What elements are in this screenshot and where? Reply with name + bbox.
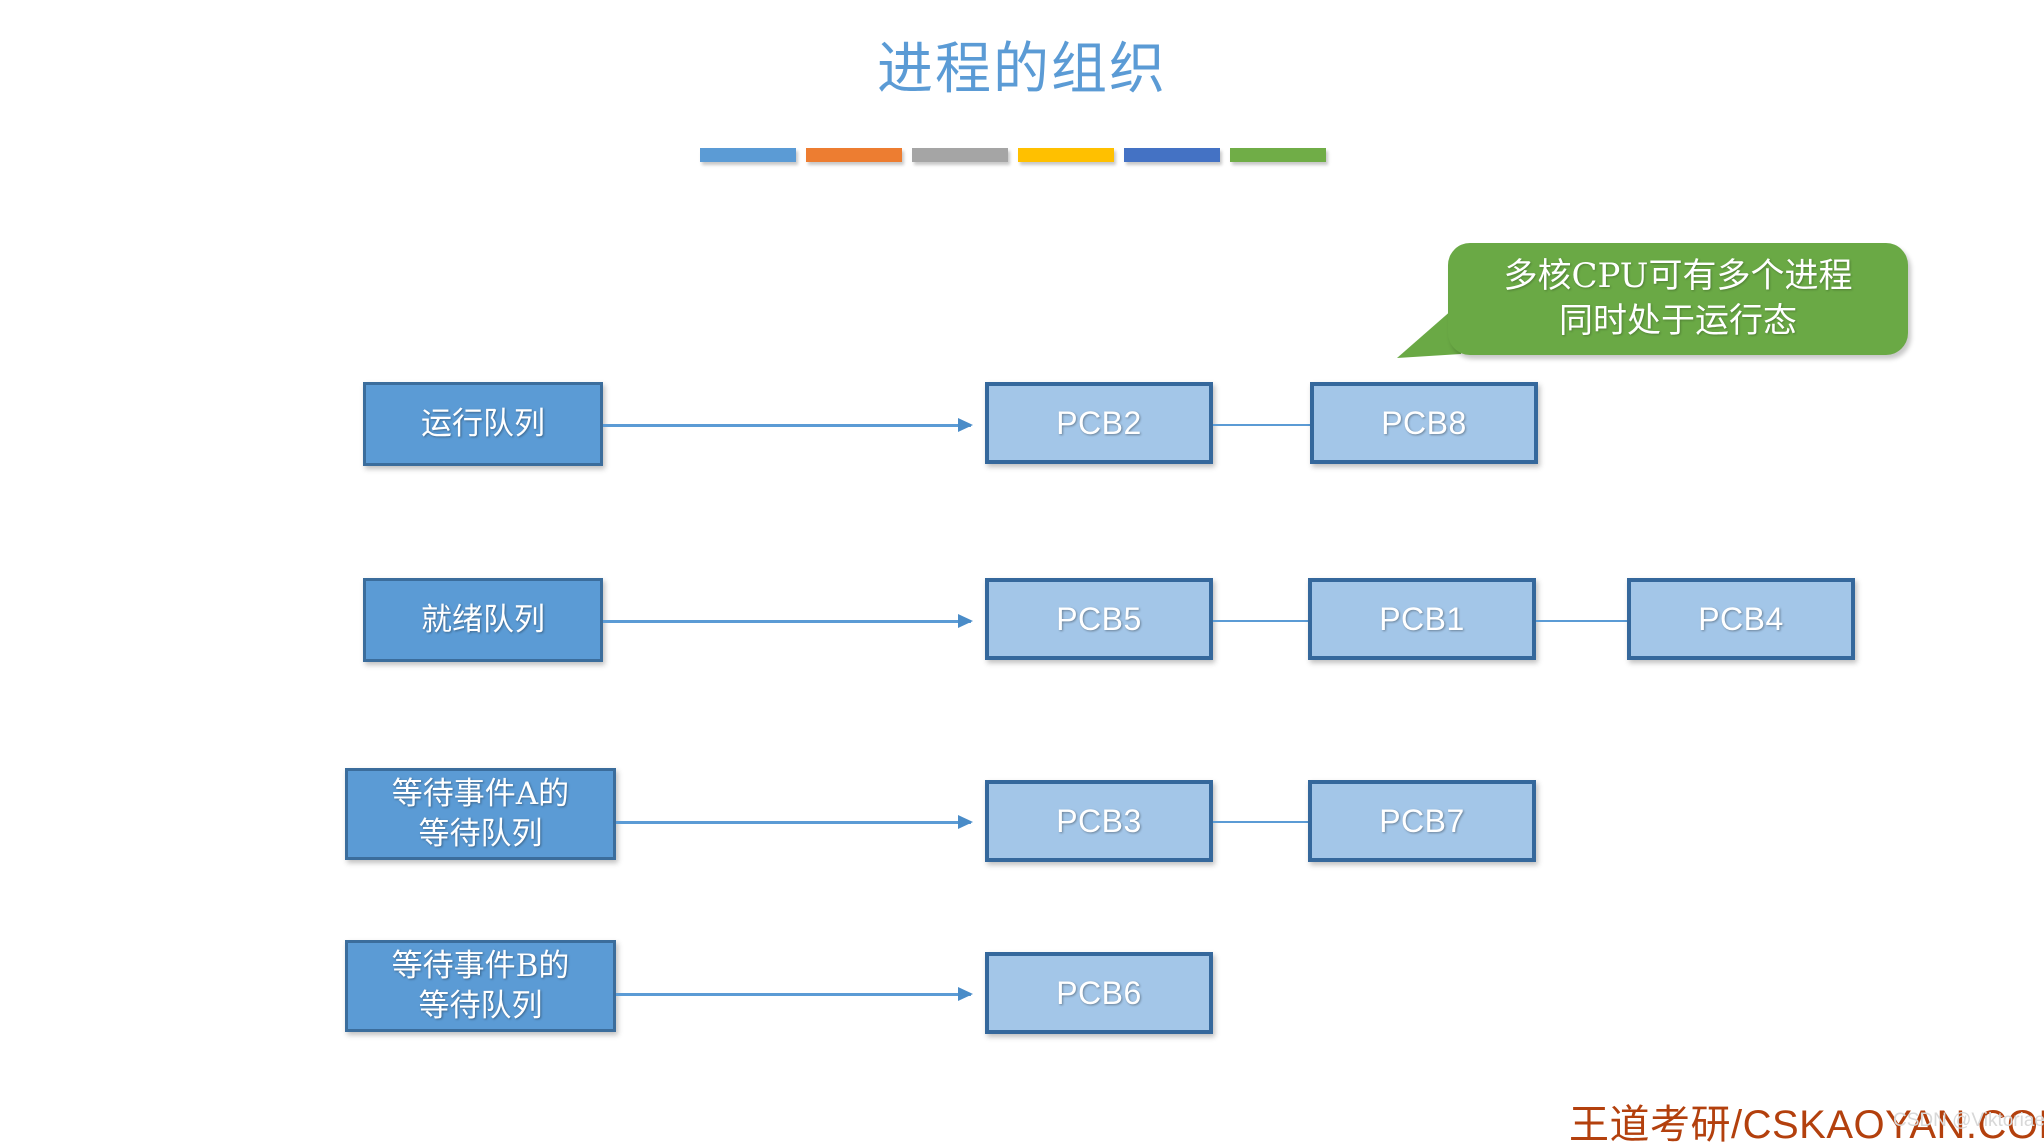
pcb-label: PCB2 — [1056, 404, 1142, 441]
color-bar-gray — [912, 148, 1008, 162]
connector-wait-a-to-pcb3 — [616, 815, 973, 829]
pcb-box-pcb4[interactable]: PCB4 — [1627, 578, 1855, 660]
queue-box-ready[interactable]: 就绪队列 — [363, 578, 603, 662]
color-bar-dark-blue — [1124, 148, 1220, 162]
pcb-label: PCB3 — [1056, 802, 1142, 839]
connector-ready-to-pcb5 — [603, 614, 973, 628]
color-bar-yellow — [1018, 148, 1114, 162]
pcb-box-pcb3[interactable]: PCB3 — [985, 780, 1213, 862]
pcb-label: PCB8 — [1381, 404, 1467, 441]
connector-wait-b-to-pcb6 — [616, 987, 973, 1001]
decorative-color-bars — [700, 148, 1326, 162]
pcb-box-pcb8[interactable]: PCB8 — [1310, 382, 1538, 464]
pcb-box-pcb6[interactable]: PCB6 — [985, 952, 1213, 1034]
pcb-label: PCB4 — [1698, 600, 1784, 637]
footer-brand-text: 王道考研/CSKAOYAN.COM — [1569, 1103, 2044, 1142]
queue-label: 等待事件B的 等待队列 — [391, 948, 570, 1024]
callout-bubble: 多核CPU可有多个进程 同时处于运行态 — [1448, 243, 1908, 355]
queue-box-wait-event-a[interactable]: 等待事件A的 等待队列 — [345, 768, 616, 860]
color-bar-orange — [806, 148, 902, 162]
queue-box-running[interactable]: 运行队列 — [363, 382, 603, 466]
callout-tail-icon — [1397, 302, 1461, 358]
connector-pcb2-to-pcb8 — [1213, 418, 1327, 432]
connector-running-to-pcb2 — [603, 418, 973, 432]
pcb-box-pcb1[interactable]: PCB1 — [1308, 578, 1536, 660]
pcb-box-pcb5[interactable]: PCB5 — [985, 578, 1213, 660]
color-bar-blue — [700, 148, 796, 162]
pcb-label: PCB1 — [1379, 600, 1465, 637]
queue-label: 就绪队列 — [421, 602, 545, 638]
callout-text: 多核CPU可有多个进程 同时处于运行态 — [1503, 256, 1853, 341]
queue-box-wait-event-b[interactable]: 等待事件B的 等待队列 — [345, 940, 616, 1032]
color-bar-green — [1230, 148, 1326, 162]
footer-watermark-text: CSDN @Viktoriae — [1893, 1110, 2044, 1131]
pcb-label: PCB7 — [1379, 802, 1465, 839]
queue-label: 等待事件A的 等待队列 — [391, 776, 570, 852]
queue-label: 运行队列 — [421, 406, 545, 442]
pcb-box-pcb7[interactable]: PCB7 — [1308, 780, 1536, 862]
page-title: 进程的组织 — [877, 37, 1167, 102]
pcb-label: PCB6 — [1056, 974, 1142, 1011]
pcb-label: PCB5 — [1056, 600, 1142, 637]
pcb-box-pcb2[interactable]: PCB2 — [985, 382, 1213, 464]
